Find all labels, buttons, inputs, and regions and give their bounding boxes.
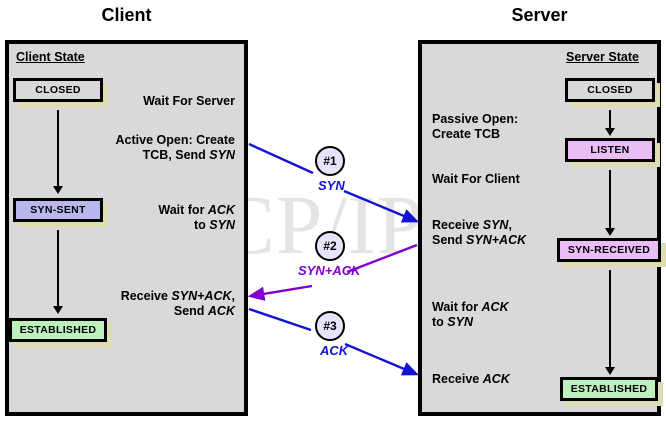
note-line: Wait For Server (143, 94, 235, 108)
server-state-header: Server State (566, 50, 639, 64)
message-label-syn-ack: SYN+ACK (298, 263, 361, 278)
arrow-head (605, 367, 615, 375)
note-line: Wait For Client (432, 172, 520, 186)
note-line: Wait for ACK (432, 300, 509, 314)
note-line: Send SYN+ACK (432, 233, 527, 247)
server-note-receive-ack: Receive ACK (432, 372, 510, 387)
arrow-stem (609, 110, 611, 128)
server-state-closed: CLOSED (565, 78, 660, 107)
arrow-ack-left (248, 307, 312, 332)
arrow-head (53, 306, 63, 314)
client-state-closed-label: CLOSED (13, 78, 103, 102)
arrow-syn-ack-left (247, 284, 313, 301)
client-note-active-open: Active Open: Create TCB, Send SYN (60, 133, 235, 163)
arrow-head (53, 186, 63, 194)
server-state-established-label: ESTABLISHED (560, 377, 658, 401)
note-line: Receive SYN, (432, 218, 512, 232)
arrow-syn-left (248, 142, 314, 175)
arrow-ack-right (344, 342, 420, 376)
client-state-syn-sent: SYN-SENT (13, 198, 108, 227)
arrow-head (605, 128, 615, 136)
arrow-stem (609, 170, 611, 228)
message-label-syn: SYN (318, 178, 345, 193)
note-line: TCB, Send SYN (142, 148, 235, 162)
client-state-syn-sent-label: SYN-SENT (13, 198, 103, 222)
note-line: Send ACK (173, 304, 235, 318)
client-note-wait-for-server: Wait For Server (60, 94, 235, 109)
message-circle-1: #1 (315, 146, 345, 176)
message-circle-2: #2 (315, 231, 345, 261)
client-note-wait-for-ack: Wait for ACK to SYN (60, 203, 235, 233)
server-state-listen: LISTEN (565, 138, 660, 167)
arrow-stem (57, 110, 59, 186)
arrow-stem (57, 230, 59, 306)
server-note-wait-for-ack: Wait for ACK to SYN (432, 300, 509, 330)
server-state-established: ESTABLISHED (560, 377, 663, 406)
server-state-syn-received: SYN-RECEIVED (557, 238, 666, 267)
message-circle-3: #3 (315, 311, 345, 341)
server-note-wait-for-client: Wait For Client (432, 172, 520, 187)
note-line: Passive Open: (432, 112, 519, 126)
server-column-title: Server (511, 5, 568, 25)
note-line: to SYN (194, 218, 235, 232)
note-line: Active Open: Create (115, 133, 235, 147)
client-state-established-label: ESTABLISHED (9, 318, 107, 342)
client-column-title: Client (101, 5, 152, 25)
arrow-stem (609, 270, 611, 367)
server-state-closed-label: CLOSED (565, 78, 655, 102)
note-line: Wait for ACK (158, 203, 235, 217)
arrow-head (605, 228, 615, 236)
server-state-syn-received-label: SYN-RECEIVED (557, 238, 661, 262)
note-line: Create TCB (432, 127, 501, 141)
server-note-receive-syn: Receive SYN, Send SYN+ACK (432, 218, 526, 248)
message-label-ack: ACK (320, 343, 349, 358)
note-line: Receive ACK (432, 372, 510, 386)
client-state-established: ESTABLISHED (9, 318, 112, 347)
client-note-receive-syn-ack: Receive SYN+ACK, Send ACK (60, 289, 235, 319)
server-state-listen-label: LISTEN (565, 138, 655, 162)
server-note-passive-open: Passive Open: Create TCB (432, 112, 518, 142)
note-line: to SYN (432, 315, 473, 329)
note-line: Receive SYN+ACK, (120, 289, 235, 303)
client-state-header: Client State (16, 50, 85, 64)
client-state-closed: CLOSED (13, 78, 108, 107)
